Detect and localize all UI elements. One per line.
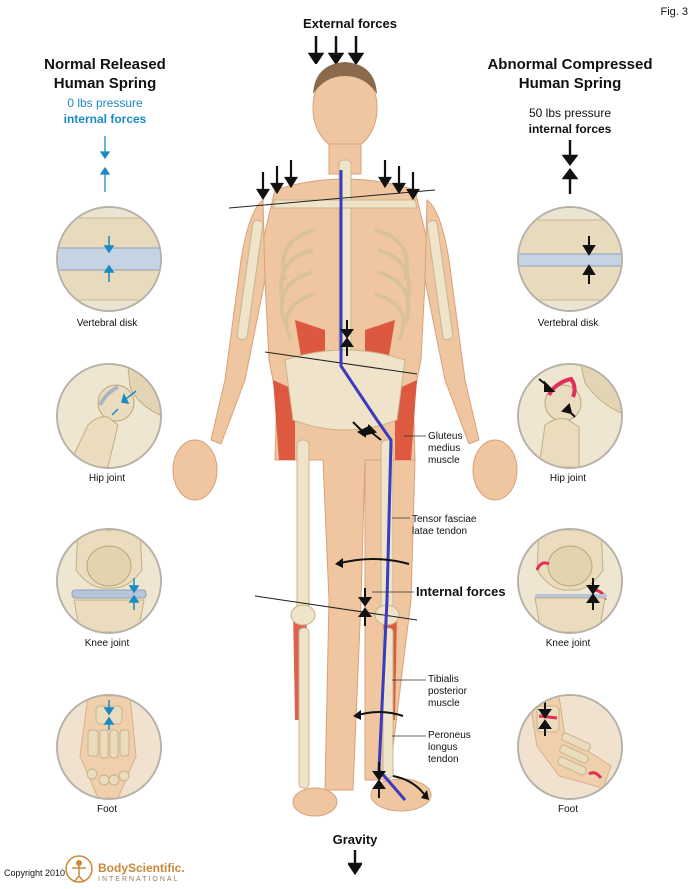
right-vertebral-disk-image bbox=[517, 206, 623, 312]
right-pressure: 50 lbs pressure bbox=[528, 106, 612, 120]
gluteus-line2: medius bbox=[428, 443, 461, 454]
right-pressure-arrows bbox=[562, 140, 578, 194]
left-pressure: 0 lbs pressure bbox=[67, 96, 143, 110]
gluteus-line3: muscle bbox=[428, 455, 460, 466]
peroneus-line2: longus bbox=[428, 742, 458, 753]
peroneus-longus-label: Peroneus longus tendon bbox=[428, 730, 471, 766]
right-title-line1: Abnormal Compressed bbox=[487, 56, 653, 73]
right-vertebral-disk-caption: Vertebral disk bbox=[537, 318, 599, 329]
external-forces-label: External forces bbox=[303, 16, 397, 31]
tibialis-posterior-label: Tibialis posterior muscle bbox=[428, 674, 467, 710]
peroneus-line1: Peroneus bbox=[428, 730, 471, 741]
logo-line2: INTERNATIONAL bbox=[98, 876, 180, 883]
right-hip-joint-image bbox=[517, 363, 623, 469]
left-knee-joint-caption: Knee joint bbox=[84, 638, 130, 649]
right-knee-joint-caption: Knee joint bbox=[545, 638, 591, 649]
left-panel-title: Normal Released Human Spring bbox=[20, 55, 190, 93]
internal-force-arrows bbox=[340, 320, 386, 798]
tibialis-line2: posterior bbox=[428, 686, 467, 697]
bodyscientific-logo bbox=[62, 854, 96, 889]
tibialis-line1: Tibialis bbox=[428, 674, 459, 685]
logo-line1: BodyScientific. bbox=[98, 861, 185, 875]
left-title-line1: Normal Released bbox=[44, 56, 166, 73]
left-title-line2: Human Spring bbox=[53, 75, 157, 92]
left-pressure-arrows bbox=[99, 136, 111, 192]
left-knee-joint-image bbox=[56, 528, 162, 634]
left-internal-forces: internal forces bbox=[63, 112, 147, 126]
right-foot-image bbox=[517, 694, 623, 800]
gluteus-medius-label: Gluteus medius muscle bbox=[428, 431, 462, 467]
left-hip-joint-caption: Hip joint bbox=[88, 473, 126, 484]
human-skeleton-figure bbox=[172, 62, 518, 817]
internal-forces-label: Internal forces bbox=[416, 584, 506, 599]
shoulder-force-arrows bbox=[256, 160, 420, 201]
right-title-line2: Human Spring bbox=[518, 75, 622, 92]
right-internal-forces: internal forces bbox=[528, 122, 612, 136]
tensor-line2: latae tendon bbox=[412, 526, 468, 537]
ribcage bbox=[279, 228, 411, 341]
gravity-arrow bbox=[348, 850, 362, 876]
left-hip-joint-image bbox=[56, 363, 162, 469]
logo-mark bbox=[65, 855, 93, 883]
copyright-text: Copyright 2010 bbox=[4, 868, 66, 878]
right-knee-joint-image bbox=[517, 528, 623, 634]
right-panel-title: Abnormal Compressed Human Spring bbox=[470, 55, 670, 93]
tensor-line1: Tensor fasciae bbox=[412, 514, 477, 525]
left-vertebral-disk-image bbox=[56, 206, 162, 312]
figure-number: Fig. 3 bbox=[660, 6, 688, 18]
gluteus-line1: Gluteus bbox=[428, 431, 463, 442]
logo-wordmark: BodyScientific. INTERNATIONAL bbox=[98, 862, 185, 884]
external-force-arrows bbox=[308, 36, 364, 64]
gravity-label: Gravity bbox=[332, 832, 378, 847]
left-foot-image bbox=[56, 694, 162, 800]
left-vertebral-disk-caption: Vertebral disk bbox=[76, 318, 138, 329]
peroneus-line3: tendon bbox=[428, 754, 459, 765]
right-foot-caption: Foot bbox=[557, 804, 578, 815]
right-hip-joint-caption: Hip joint bbox=[549, 473, 587, 484]
left-foot-caption: Foot bbox=[96, 804, 117, 815]
tibialis-line3: muscle bbox=[428, 698, 460, 709]
tensor-fasciae-label: Tensor fasciae latae tendon bbox=[412, 514, 476, 538]
